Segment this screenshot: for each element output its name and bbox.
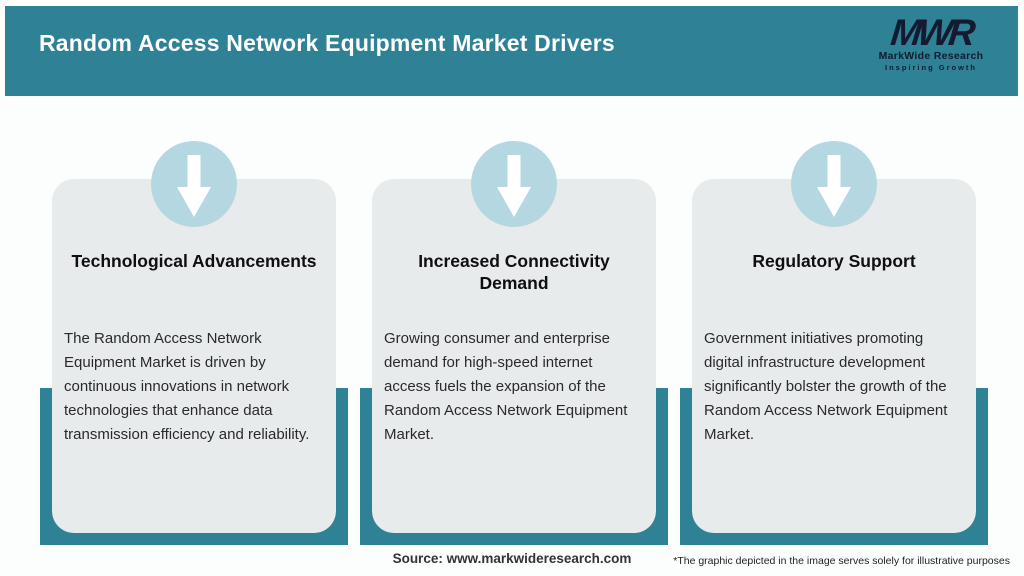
card-body-text: Government initiatives promoting digital…: [704, 330, 948, 443]
page-title: Random Access Network Equipment Market D…: [39, 30, 615, 56]
logo-tagline: Inspiring Growth: [885, 63, 977, 72]
card-heading: Technological Advancements: [71, 251, 317, 271]
card-body-text: The Random Access Network Equipment Mark…: [64, 330, 310, 443]
down-arrow-badge: [151, 141, 237, 227]
down-arrow-badge: [791, 141, 877, 227]
down-arrow-icon: [177, 155, 211, 217]
card-heading: Regulatory Support: [752, 251, 916, 271]
down-arrow-badge: [471, 141, 557, 227]
source-attribution: Source: www.markwideresearch.com: [392, 551, 632, 566]
disclaimer-note: *The graphic depicted in the image serve…: [673, 555, 1010, 567]
card-heading: Increased Connectivity Demand: [418, 251, 610, 293]
down-arrow-icon: [817, 155, 851, 217]
card-body-text: Growing consumer and enterprise demand f…: [384, 330, 628, 443]
logo-mwr-monogram: MWR: [888, 12, 974, 53]
header-band: Random Access Network Equipment Market D…: [5, 6, 1018, 96]
markwide-research-logo: MWR MarkWide Research Inspiring Growth: [856, 12, 1006, 72]
down-arrow-icon: [497, 155, 531, 217]
driver-card-technological-advancements: Technological Advancements The Random Ac…: [52, 179, 336, 533]
logo-company-name: MarkWide Research: [878, 50, 984, 62]
driver-card-regulatory-support: Regulatory Support Government initiative…: [692, 179, 976, 533]
driver-card-increased-connectivity-demand: Increased Connectivity Demand Growing co…: [372, 179, 656, 533]
